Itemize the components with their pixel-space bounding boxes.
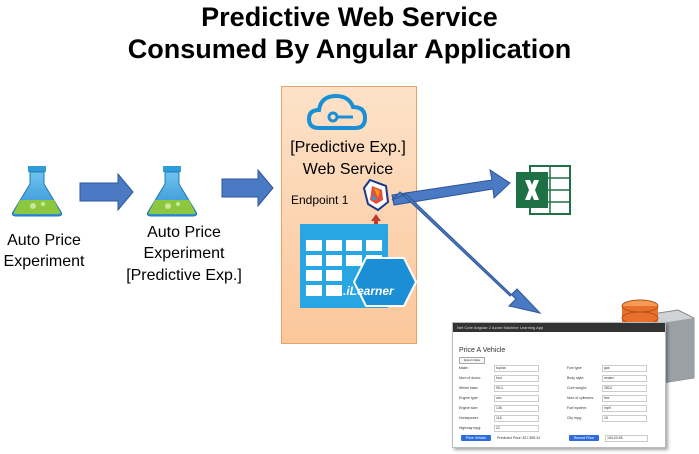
field-label: Num of cylinders: (567, 396, 595, 400)
arrow-2 (221, 168, 274, 208)
exp2-label-line1: Auto Price (147, 224, 221, 241)
field-value[interactable]: 116 (494, 415, 539, 422)
flask-icon-2 (146, 166, 198, 217)
field-label: Fuel system: (567, 406, 587, 410)
exp2-label-line3: [Predictive Exp.] (126, 267, 242, 284)
endpoint-icon (362, 178, 390, 212)
title-line-1: Predictive Web Service (201, 2, 498, 32)
record-price-value[interactable]: 16/120.55 (605, 435, 648, 442)
ws-label-line2: Web Service (302, 161, 394, 178)
record-price-button[interactable]: Record Price (569, 435, 599, 441)
field-label: Num of doors: (459, 376, 481, 380)
field-value[interactable]: 2824 (602, 385, 647, 392)
exp1-label-line2: Experiment (3, 253, 85, 270)
field-value[interactable]: ohc (494, 395, 539, 402)
exp2-label-line2: Experiment (143, 245, 225, 262)
field-label: City mpg: (567, 416, 582, 420)
title-line-2: Consumed By Angular Application (127, 34, 572, 64)
field-value[interactable]: five (602, 395, 647, 402)
field-label: Make: (459, 366, 469, 370)
field-value[interactable]: 22 (494, 425, 539, 432)
export-data-button[interactable]: Export Data (459, 357, 485, 364)
field-label: Fuel type: (567, 366, 583, 370)
app-header: Net Core Angular 2 Azure Machine Learnin… (453, 323, 665, 332)
arrow-1 (79, 172, 134, 212)
ws-label-line1: [Predictive Exp.] (290, 139, 406, 156)
field-label: Horsepower: (459, 416, 479, 420)
field-label: Engine type: (459, 396, 479, 400)
field-label: Engine size: (459, 406, 479, 410)
flask-icon-1 (11, 166, 63, 217)
price-vehicle-button[interactable]: Price Vehicle (461, 435, 491, 441)
field-value[interactable]: four (494, 375, 539, 382)
field-label: Curb weight: (567, 386, 587, 390)
excel-icon (516, 165, 571, 215)
field-label: Highway mpg: (459, 426, 482, 430)
field-label: Body style: (567, 376, 585, 380)
cloud-icon (306, 93, 368, 130)
ilearner-icon (300, 224, 418, 308)
predicted-price-text: Predicted Price: $17,895.24 (497, 436, 541, 440)
field-value[interactable]: toyota (494, 365, 539, 372)
endpoint-label: Endpoint 1 (291, 193, 349, 207)
app-page-title: Price A Vehicle (459, 347, 506, 354)
field-value[interactable]: 95.4 (494, 385, 539, 392)
field-label: Wheel base: (459, 386, 479, 390)
arrow-to-app (391, 191, 542, 314)
ilearner-label: .iLearner (343, 284, 394, 298)
field-value[interactable]: sedan (602, 375, 647, 382)
angular-app-screenshot: Net Core Angular 2 Azure Machine Learnin… (452, 322, 666, 448)
field-value[interactable]: mpfi (602, 405, 647, 412)
exp1-label-line1: Auto Price (7, 232, 81, 249)
field-value[interactable]: 19 (602, 415, 647, 422)
field-value[interactable]: 136 (494, 405, 539, 412)
field-value[interactable]: gas (602, 365, 647, 372)
